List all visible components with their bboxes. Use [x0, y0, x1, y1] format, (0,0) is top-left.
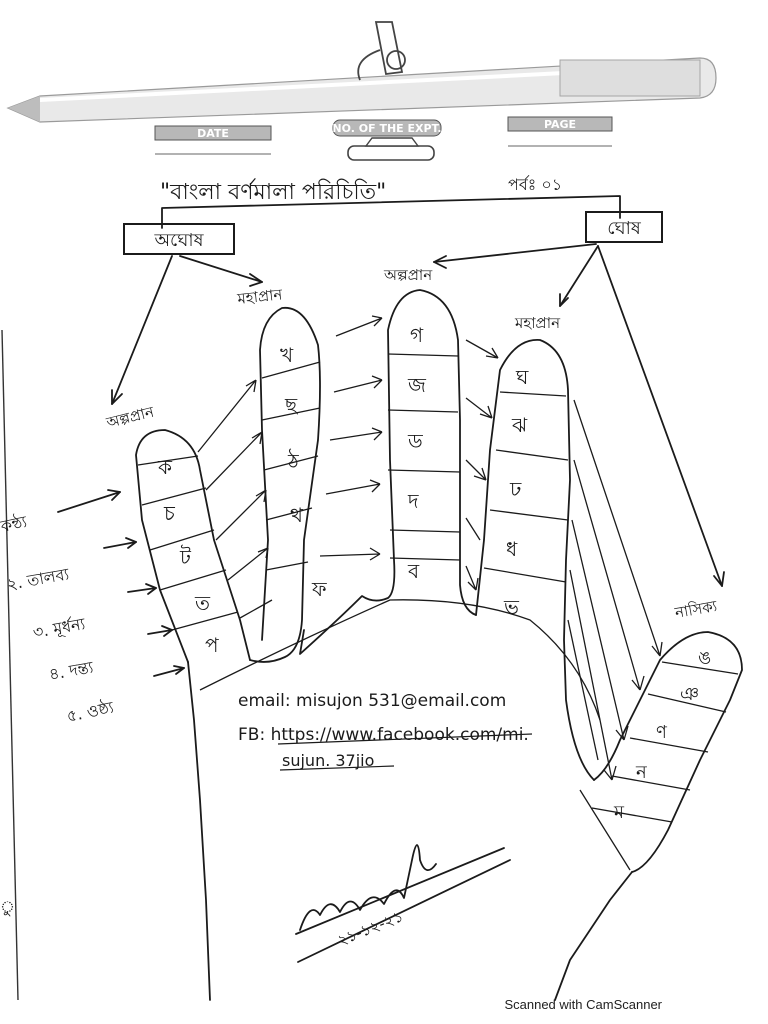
- row-arrows: [57, 489, 185, 677]
- part-label: পর্বঃ ০১: [508, 175, 562, 194]
- category-arrows: [111, 243, 725, 587]
- letter-nna: ণ: [656, 722, 668, 743]
- finger-first: ক চ ট ত প: [157, 455, 219, 657]
- letter-cha: চ: [163, 501, 176, 525]
- svg-text:ু: ু: [0, 897, 15, 917]
- finger-thumb: ঙ ঞ ণ ন ম: [613, 648, 711, 823]
- letter-ga: গ: [410, 323, 424, 347]
- finger-fourth: ঘ ঝ ঢ ধ ভ: [503, 365, 529, 619]
- signature: ২১-১২-২১: [295, 844, 511, 963]
- letter-ja: জ: [407, 373, 427, 397]
- expt-label: NO. OF THE EXPT.: [332, 122, 441, 135]
- title-bracket: [161, 195, 621, 229]
- margin-line: [1, 329, 19, 1001]
- letter-ta: ত: [194, 591, 211, 615]
- row-label-oshthya: ৫. ওষ্ঠ্য: [65, 697, 116, 726]
- finger-third: গ জ ড দ ব: [407, 323, 427, 583]
- row-label-kanthya: কন্ঠ্য: [0, 512, 29, 536]
- letter-chha: ছ: [284, 393, 299, 417]
- letter-da: দ: [407, 489, 419, 513]
- letter-dha: ধ: [506, 537, 518, 561]
- scanner-watermark: Scanned with CamScanner: [504, 997, 662, 1012]
- letter-ba: ব: [407, 559, 420, 583]
- contact-fb-cont: sujun. 37jio: [282, 751, 374, 770]
- contact-fb: FB: https://www.facebook.com/mi.: [238, 725, 529, 745]
- letter-pha: ফ: [311, 577, 327, 601]
- letter-na: ন: [635, 762, 647, 783]
- header-fields: DATE NO. OF THE EXPT. PAGE: [154, 116, 613, 155]
- ghosh-label: ঘোষ: [607, 218, 642, 239]
- finger-dividers: [137, 353, 739, 823]
- row-labels: কন্ঠ্য ২. তালব্য ৩. মূর্ধন্য ৪. দন্ত্য ৫…: [0, 512, 116, 726]
- row-label-talabya: ২. তালব্য: [5, 564, 70, 594]
- row-label-dantya: ৪. দন্ত্য: [47, 657, 95, 684]
- ghosh-box: [585, 211, 663, 243]
- letter-pa: প: [205, 633, 219, 657]
- letter-gha: ঘ: [515, 365, 529, 389]
- letter-tta: ট: [179, 545, 192, 569]
- finger-second: খ ছ ঠ থ ফ: [280, 343, 327, 601]
- letter-tha: থ: [290, 503, 304, 527]
- nasikya-label: নাসিক্য: [673, 597, 719, 622]
- letter-nga: ঙ: [698, 648, 711, 669]
- page-label: PAGE: [544, 118, 576, 131]
- letter-ttha: ঠ: [287, 449, 299, 473]
- page-title: "বাংলা বর্ণমালা পরিচিতি": [160, 178, 386, 205]
- letter-ma: ম: [613, 802, 625, 823]
- letter-dda: ড: [407, 429, 423, 453]
- row-label-murdhanya: ৩. মূর্ধন্য: [31, 614, 87, 642]
- aghosh-label: অঘোষ: [153, 230, 204, 251]
- letter-bha: ভ: [503, 595, 520, 619]
- pen-image: [6, 57, 717, 123]
- hand-outline: [135, 289, 743, 1001]
- alpaprana-mid-label: অল্পপ্রান: [383, 266, 433, 284]
- date-label: DATE: [197, 127, 229, 140]
- letter-nya: ঞ: [680, 684, 699, 705]
- microscope-logo: [347, 21, 435, 161]
- contact-email: email: misujon 531@email.com: [238, 691, 506, 711]
- letter-ka: ক: [157, 455, 173, 479]
- alpaprana-left-label: অল্পপ্রান: [104, 403, 157, 433]
- letter-kha: খ: [280, 343, 294, 367]
- mohaprana-left-label: মহাপ্রান: [236, 285, 285, 308]
- aghosh-box: [123, 223, 235, 255]
- letter-jha: ঝ: [511, 413, 528, 437]
- letter-ddha: ঢ: [509, 477, 522, 501]
- mohaprana-right-label: মহাপ্রান: [514, 314, 561, 332]
- connector-arrows: [197, 315, 663, 781]
